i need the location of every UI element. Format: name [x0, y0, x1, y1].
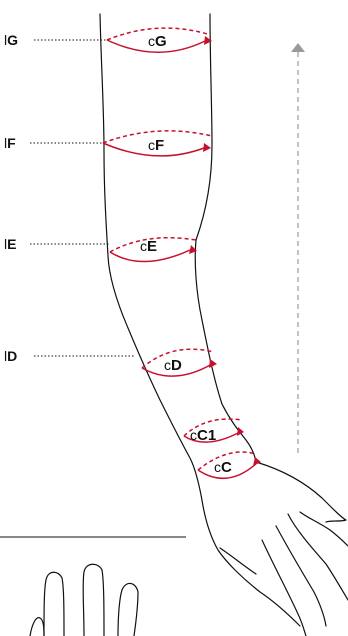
circ-label-f: cF: [148, 137, 164, 154]
length-label-d: lD: [4, 348, 17, 364]
circ-label-g: cG: [148, 33, 167, 50]
circ-label-d: cD: [164, 357, 182, 374]
arm-left-edge: [99, 13, 301, 627]
wrist-crease: [219, 547, 257, 575]
arrow-head-icon: [204, 36, 212, 45]
arm-right-edge: [194, 13, 257, 463]
arrow-head-icon: [237, 427, 244, 436]
arrow-up-icon: [291, 43, 305, 52]
hand-fingers-outline: [29, 563, 139, 636]
arrow-head-icon: [203, 143, 211, 152]
ring-d: [141, 348, 217, 377]
arrow-head-icon: [209, 359, 217, 368]
arrow-head-icon: [253, 457, 261, 466]
circ-label-e: cE: [140, 238, 157, 255]
arrow-head-icon: [189, 245, 197, 254]
guide-arrow: [291, 43, 305, 456]
ring-g: [106, 27, 212, 53]
length-label-f: lF: [4, 135, 16, 151]
circ-label-c1: cC1: [190, 427, 216, 444]
hand-outline: [255, 461, 348, 636]
length-label-g: lG: [4, 32, 18, 48]
arm-outline: [99, 13, 348, 636]
ring-f: [102, 130, 213, 157]
ring-c: [197, 451, 261, 480]
circ-label-c: cC: [214, 459, 232, 476]
ring-e: [109, 236, 197, 263]
ring-c1: [183, 418, 244, 443]
length-label-e: lE: [4, 236, 16, 252]
